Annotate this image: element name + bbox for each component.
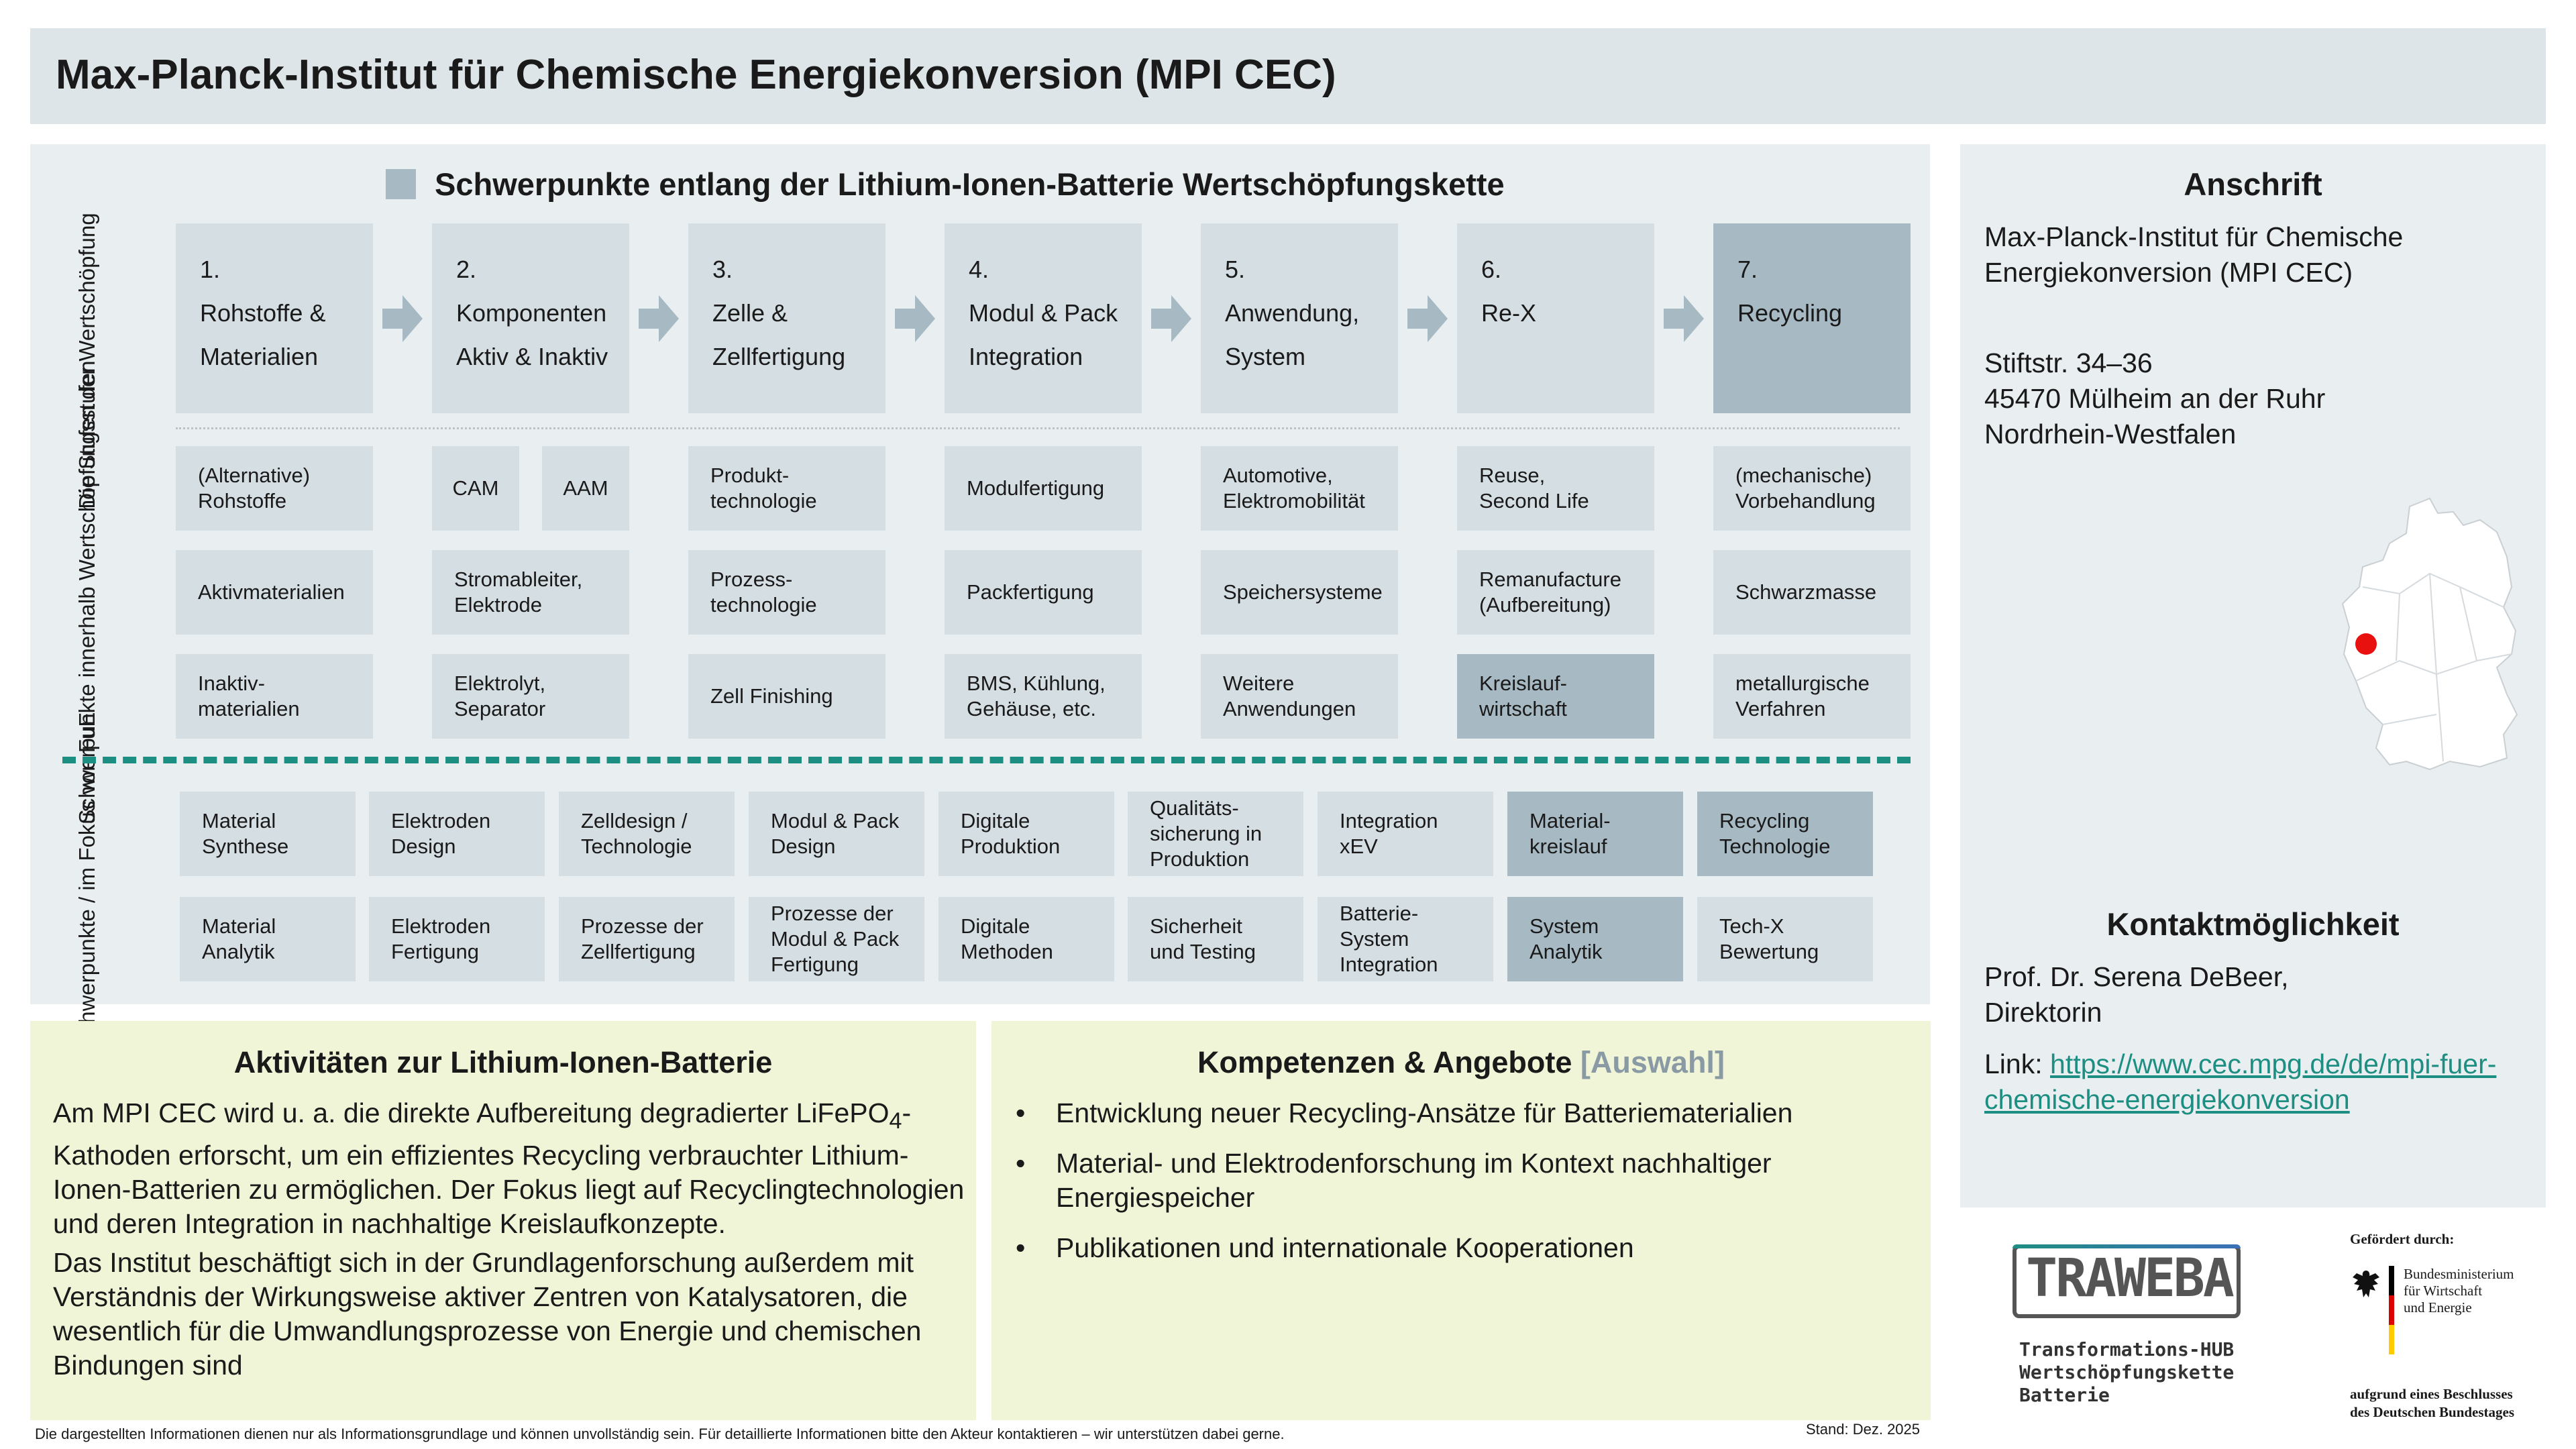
value-chain-heading: Schwerpunkte entlang der Lithium-Ionen-B…	[386, 166, 1505, 203]
rnd-box-highlight: Material- kreislauf	[1507, 792, 1683, 876]
activities-paragraph-1: Am MPI CEC wird u. a. die direkte Aufber…	[53, 1097, 965, 1240]
page-title: Max-Planck-Institut für Chemische Energi…	[56, 52, 1336, 98]
stage-5: 5. Anwendung, System	[1201, 223, 1398, 413]
address-city: 45470 Mülheim an der Ruhr	[1984, 383, 2326, 414]
rnd-box: Prozesse der Zellfertigung	[559, 897, 735, 981]
rnd-box: Digitale Methoden	[938, 897, 1114, 981]
focus-box: Weitere Anwendungen	[1201, 654, 1398, 739]
rnd-box: Digitale Produktion	[938, 792, 1114, 876]
divider-dotted	[176, 427, 1900, 429]
rnd-box: Material Synthese	[180, 792, 356, 876]
list-item: Entwicklung neuer Recycling-Ansätze für …	[1014, 1096, 1913, 1130]
contact-link-line: Link: https://www.cec.mpg.de/de/mpi-fuer…	[1984, 1049, 2497, 1115]
focus-box: Elektrolyt, Separator	[432, 654, 629, 739]
arrow-right-icon	[1407, 295, 1448, 342]
focus-box: Prozess- technologie	[688, 550, 885, 635]
focus-box: (Alternative) Rohstoffe	[176, 446, 373, 531]
divider-dashed	[62, 757, 1911, 763]
stage-4: 4. Modul & Pack Integration	[945, 223, 1142, 413]
focus-box: Aktivmaterialien	[176, 550, 373, 635]
focus-box: CAM	[432, 446, 519, 531]
stage-3: 3. Zelle & Zellfertigung	[688, 223, 885, 413]
rnd-box-highlight: System Analytik	[1507, 897, 1683, 981]
rnd-box: Modul & Pack Design	[749, 792, 924, 876]
competences-title: Kompetenzen & Angebote [Auswahl]	[1197, 1045, 1725, 1079]
location-marker-icon	[2355, 633, 2377, 655]
activities-title: Aktivitäten zur Lithium-Ionen-Batterie	[233, 1045, 773, 1079]
focus-box: metallurgische Verfahren	[1713, 654, 1911, 739]
focus-box: BMS, Kühlung, Gehäuse, etc.	[945, 654, 1142, 739]
rnd-box: Prozesse der Modul & Pack Fertigung	[749, 897, 924, 981]
rnd-box: Elektroden Design	[369, 792, 545, 876]
focus-box: (mechanische) Vorbehandlung	[1713, 446, 1911, 531]
rnd-box: Elektroden Fertigung	[369, 897, 545, 981]
contact-person: Prof. Dr. Serena DeBeer,	[1984, 961, 2289, 992]
disclaimer: Die dargestellten Informationen dienen n…	[35, 1426, 1285, 1442]
competences-list: Entwicklung neuer Recycling-Ansätze für …	[1014, 1096, 1913, 1281]
focus-box: Reuse, Second Life	[1457, 446, 1654, 531]
rnd-box: Sicherheit und Testing	[1128, 897, 1303, 981]
focus-box: Automotive, Elektromobilität	[1201, 446, 1398, 531]
germany-map-icon	[2341, 497, 2518, 771]
title-bar: Max-Planck-Institut für Chemische Energi…	[30, 28, 2546, 124]
contact-heading: Kontaktmöglichkeit	[2106, 906, 2400, 942]
stage-7: 7. Recycling	[1713, 223, 1911, 413]
focus-box: Modulfertigung	[945, 446, 1142, 531]
focus-box: Inaktiv- materialien	[176, 654, 373, 739]
address-panel: Anschrift Max-Planck-Institut für Chemis…	[1960, 144, 2546, 1208]
focus-box: Produkt- technologie	[688, 446, 885, 531]
focus-box: Stromableiter, Elektrode	[432, 550, 629, 635]
rnd-box: Qualitäts- sicherung in Produktion	[1128, 792, 1303, 876]
activities-paragraph-2: Das Institut beschäftigt sich in der Gru…	[53, 1247, 922, 1381]
address-state: Nordrhein-Westfalen	[1984, 419, 2237, 449]
list-item: Material- und Elektrodenforschung im Kon…	[1014, 1146, 1913, 1215]
focus-box: AAM	[542, 446, 629, 531]
focus-box-highlight: Kreislauf- wirtschaft	[1457, 654, 1654, 739]
arrow-right-icon	[382, 295, 423, 342]
list-item: Publikationen und internationale Koopera…	[1014, 1231, 1913, 1265]
focus-box: Speichersysteme	[1201, 550, 1398, 635]
activities-panel: Aktivitäten zur Lithium-Ionen-Batterie A…	[30, 1021, 976, 1420]
website-link[interactable]: https://www.cec.mpg.de/de/mpi-fuer-	[2050, 1049, 2497, 1079]
flag-stripe-icon	[2389, 1266, 2394, 1354]
rnd-box: Material Analytik	[180, 897, 356, 981]
contact-role: Direktorin	[1984, 997, 2102, 1028]
stage-2: 2. Komponenten Aktiv & Inaktiv	[432, 223, 629, 413]
arrow-right-icon	[895, 295, 935, 342]
rnd-box-highlight: Recycling Technologie	[1697, 792, 1873, 876]
stand-date: Stand: Dez. 2025	[1806, 1421, 1921, 1438]
address-street: Stiftstr. 34–36	[1984, 347, 2153, 378]
rnd-box: Zelldesign / Technologie	[559, 792, 735, 876]
stage-6: 6. Re-X	[1457, 223, 1654, 413]
address-name: Max-Planck-Institut für Chemische Energi…	[1984, 221, 2404, 288]
arrow-right-icon	[1151, 295, 1191, 342]
rnd-box: Batterie- System Integration	[1318, 897, 1493, 981]
rnd-box: Integration xEV	[1318, 792, 1493, 876]
rnd-box: Tech-X Bewertung	[1697, 897, 1873, 981]
stage-1: 1. Rohstoffe & Materialien	[176, 223, 373, 413]
value-chain-panel: Schwerpunkte entlang der Lithium-Ionen-B…	[30, 144, 1930, 1049]
competences-panel: Kompetenzen & Angebote [Auswahl] Entwick…	[991, 1021, 1931, 1420]
eagle-icon	[2353, 1271, 2379, 1297]
address-heading: Anschrift	[2184, 166, 2322, 202]
arrow-right-icon	[639, 295, 679, 342]
focus-box: Schwarzmasse	[1713, 550, 1911, 635]
square-icon	[386, 169, 416, 199]
focus-box: Packfertigung	[945, 550, 1142, 635]
focus-box: Zell Finishing	[688, 654, 885, 739]
focus-box: Remanufacture (Aufbereitung)	[1457, 550, 1654, 635]
arrow-right-icon	[1664, 295, 1704, 342]
website-link-continued[interactable]: chemische-energiekonversion	[1984, 1084, 2350, 1115]
